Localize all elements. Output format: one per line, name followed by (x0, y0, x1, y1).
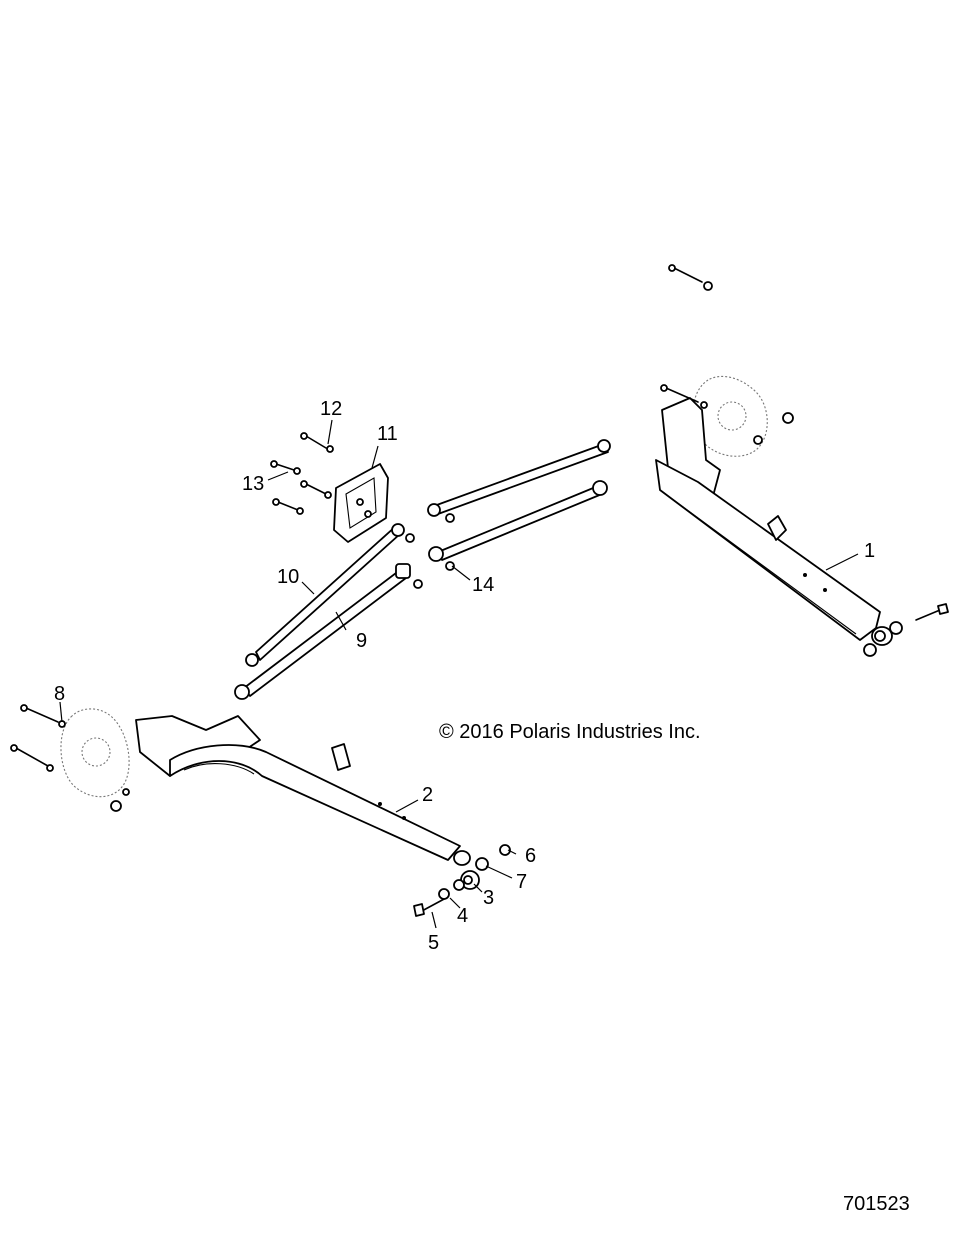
bolts-12-13 (270, 432, 334, 515)
callout-2: 2 (422, 784, 433, 806)
mount-bracket (333, 463, 389, 543)
callout-12: 12 (320, 398, 342, 420)
callout-10: 10 (277, 566, 299, 588)
control-rods (234, 439, 611, 700)
leader-lines (59, 419, 859, 929)
callout-9: 9 (356, 630, 367, 652)
callout-8: 8 (54, 683, 65, 705)
callout-labels: 1 2 3 4 5 6 7 8 9 10 11 12 13 14 (54, 398, 875, 954)
callout-11: 11 (377, 423, 398, 445)
trailing-arm-right (655, 264, 949, 657)
copyright-text: © 2016 Polaris Industries Inc. (439, 721, 701, 743)
callout-14: 14 (472, 574, 494, 596)
trailing-arm-left (10, 704, 511, 917)
callout-5: 5 (428, 932, 439, 954)
callout-6: 6 (525, 845, 536, 867)
callout-13: 13 (242, 473, 264, 495)
callout-4: 4 (457, 905, 468, 927)
callout-1: 1 (864, 540, 875, 562)
figure-number: 701523 (843, 1193, 910, 1215)
callout-7: 7 (516, 871, 527, 893)
callout-3: 3 (483, 887, 494, 909)
